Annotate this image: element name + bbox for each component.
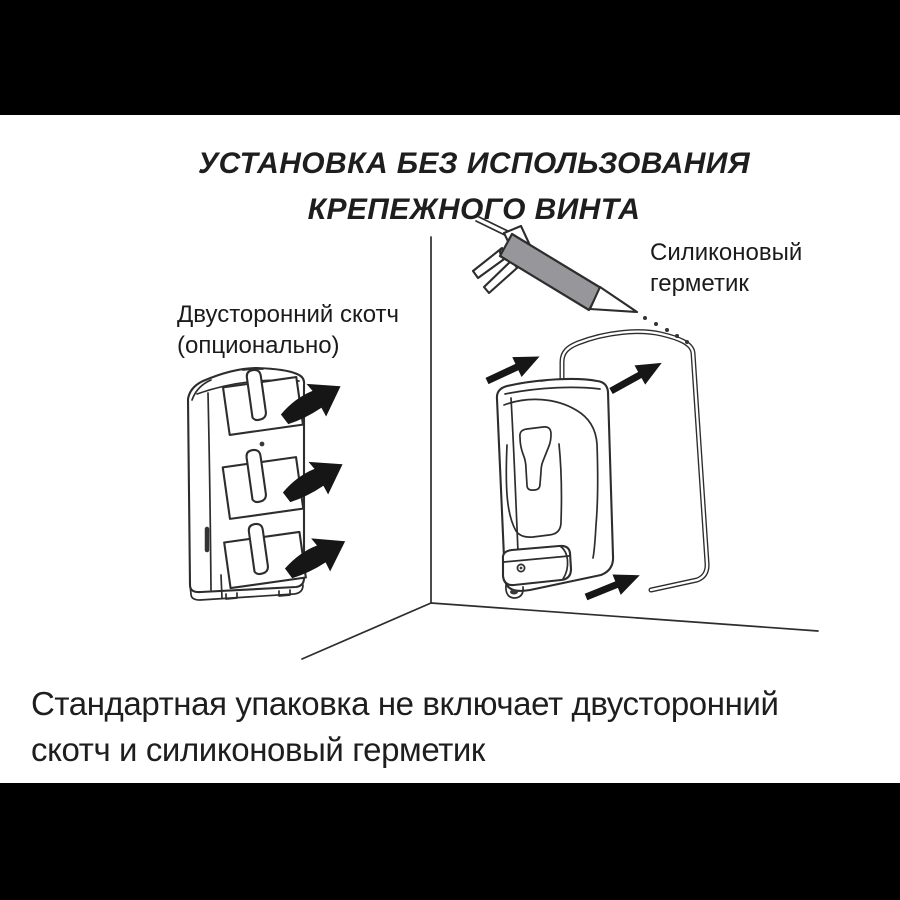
- dispenser-top-seam: [504, 386, 601, 395]
- sealant-dotted-line: [643, 316, 689, 344]
- back-plate-side-divider: [207, 392, 212, 591]
- screw-hole-dot: [259, 441, 265, 447]
- press-arrow-top-right: [609, 362, 662, 395]
- dot: [675, 334, 679, 338]
- caulk-gun-nozzle: [588, 285, 639, 314]
- dispenser-push-cover: [501, 544, 573, 587]
- page-title: УСТАНОВКА БЕЗ ИСПОЛЬЗОВАНИЯ КРЕПЕЖНОГО В…: [48, 141, 900, 233]
- page-title-line1: УСТАНОВКА БЕЗ ИСПОЛЬЗОВАНИЯ: [197, 147, 751, 180]
- caulk-gun-tube: [498, 232, 603, 312]
- dot: [643, 316, 647, 320]
- back-plate-illustration: [186, 366, 307, 601]
- top-letterbox-bar: [0, 0, 900, 115]
- dispenser-left-edge-line: [510, 397, 519, 553]
- dot: [654, 322, 658, 326]
- wall-floor-right-line: [430, 602, 819, 632]
- dispenser-window: [519, 426, 552, 491]
- tape-pad-peel-tab: [245, 368, 267, 422]
- footer-note: Стандартная упаковка не включает двустор…: [31, 681, 890, 773]
- sealant-label: Силиконовый герметик: [650, 237, 802, 299]
- sealant-bead-inner: [560, 330, 709, 592]
- dispenser-lid-sweep: [503, 398, 599, 559]
- back-plate-top-tick1: [242, 368, 253, 371]
- footer-note-line2: скотч и силиконовый герметик: [31, 731, 485, 768]
- back-plate-top-bevel1: [191, 379, 212, 401]
- wall-floor-left-line: [301, 602, 432, 660]
- sensor-dot: [519, 566, 523, 570]
- bottom-letterbox-bar: [0, 783, 900, 900]
- sealant-label-line1: Силиконовый: [650, 239, 803, 266]
- tape-arrow-2: [282, 461, 343, 503]
- tape-label-line1: Двусторонний скотч: [177, 301, 400, 328]
- spout-outlet: [510, 589, 518, 595]
- tape-pad-peel-tab: [247, 522, 269, 576]
- back-plate-foot-left: [225, 592, 238, 600]
- tape-label-line2: (опционально): [177, 332, 340, 359]
- back-plate-base-skirt: [189, 584, 304, 601]
- footer-note-line1: Стандартная упаковка не включает двустор…: [31, 685, 779, 722]
- tape-pad-peel-tab: [245, 448, 267, 504]
- page-title-line2: КРЕПЕЖНОГО ВИНТА: [307, 193, 641, 226]
- dispenser-front-panel: [505, 443, 563, 538]
- caulk-gun-icon: [471, 216, 639, 314]
- tape-label: Двусторонний скотч (опционально): [177, 299, 399, 361]
- dispenser-front-illustration: [495, 377, 615, 599]
- press-direction-arrows: [485, 356, 662, 601]
- dispenser-top-tick: [540, 379, 549, 382]
- sealant-bead-outline: [559, 329, 710, 593]
- tape-direction-arrows: [280, 383, 346, 579]
- press-arrow-bottom-right: [584, 574, 640, 601]
- back-plate-base-seam: [220, 574, 223, 599]
- dispenser-body: [495, 377, 615, 592]
- tape-arrow-3: [284, 538, 346, 579]
- push-cover-seam: [503, 555, 570, 563]
- dispenser-foot: [505, 584, 524, 599]
- push-cover-curl: [559, 545, 569, 580]
- tape-arrow-1: [280, 383, 341, 425]
- sensor-ring: [516, 563, 526, 573]
- dot: [665, 328, 669, 332]
- back-plate-foot-right: [278, 589, 291, 597]
- sealant-label-line2: герметик: [650, 270, 749, 297]
- dot: [685, 340, 689, 344]
- tape-pad-2: [221, 448, 305, 520]
- press-arrow-top-left: [485, 356, 540, 385]
- wall-corner: [301, 236, 819, 660]
